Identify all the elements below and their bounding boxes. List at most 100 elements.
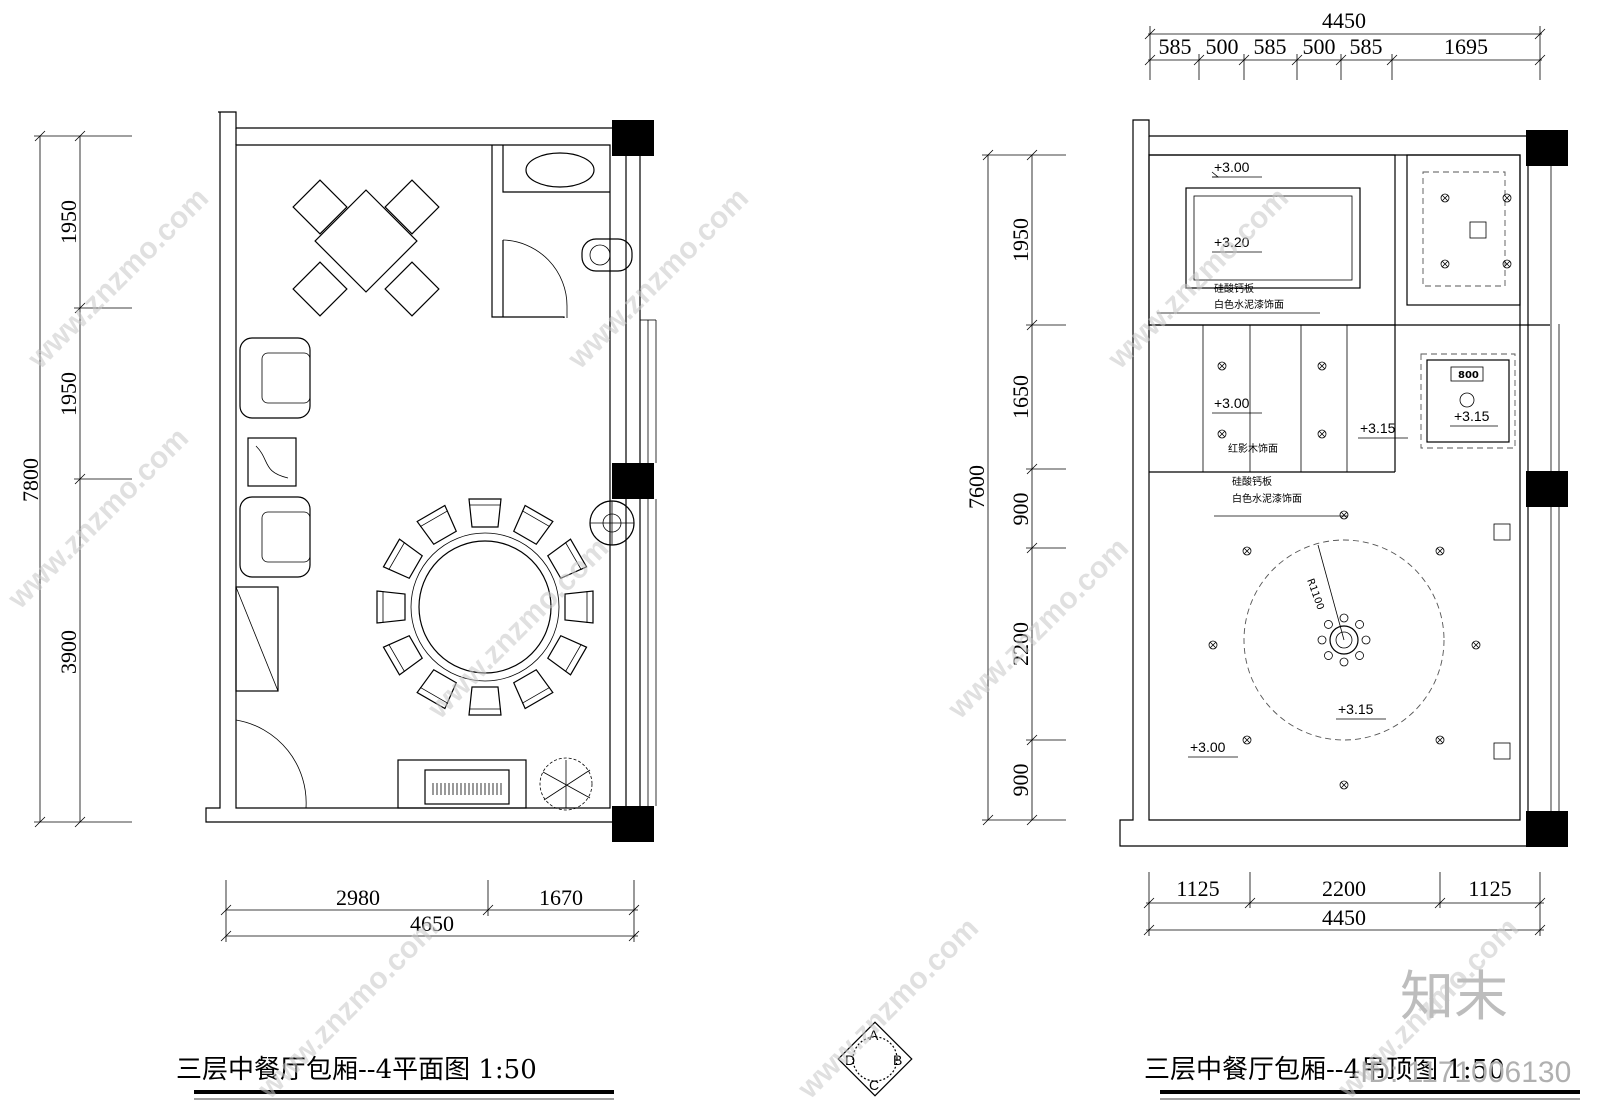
dim-ceiling-bottom-3: 1125 — [1468, 876, 1511, 901]
dim-ceiling-left-5: 900 — [1008, 764, 1033, 797]
dim-plan-bottom-total: 4650 — [410, 911, 454, 936]
dim-ceiling-top-total: 4450 — [1322, 8, 1366, 33]
round-dining-table — [376, 498, 594, 716]
dim-plan-left-total: 7800 — [18, 458, 43, 502]
column — [612, 806, 654, 842]
watermark-id: ID: 1171006130 — [1360, 1056, 1571, 1089]
downlight-icon — [1502, 259, 1512, 269]
compass-letter-b: B — [893, 1052, 902, 1068]
watermark-text: www.znzmo.com — [1, 422, 195, 616]
dim-plan-left-2: 1950 — [56, 372, 81, 416]
note-2: 白色水泥漆饰面 — [1214, 298, 1284, 311]
level-markers: +3.00 +3.20 +3.00 +3.15 +3.15 +3.15 +3.0… — [1188, 159, 1498, 758]
radius-label: R1100 — [1304, 577, 1325, 611]
downlight-icon — [1471, 640, 1481, 650]
level-7: +3.00 — [1190, 739, 1226, 755]
tree-plant-icon — [539, 757, 593, 811]
downlight-icon — [1208, 640, 1218, 650]
compass-letter-a: A — [869, 1027, 879, 1043]
dim-plan-bottom-2: 1670 — [539, 885, 583, 910]
dim-ceiling-top-3: 585 — [1254, 34, 1287, 59]
plan-title: 三层中餐厅包厢--4平面图 1:50 — [176, 1055, 537, 1085]
armchair — [239, 337, 311, 419]
armchair — [239, 496, 311, 578]
dim-plan-left-1: 1950 — [56, 200, 81, 244]
chandelier-icon — [1317, 613, 1371, 667]
column — [612, 463, 654, 499]
dim-ceiling-top-1: 585 — [1159, 34, 1192, 59]
dining-chair — [512, 668, 554, 710]
section-compass: A B C D — [837, 1021, 913, 1097]
tv-icon — [424, 769, 510, 805]
downlight-icon — [1435, 546, 1445, 556]
downlight-icon — [1435, 735, 1445, 745]
downlight-icon — [1317, 429, 1327, 439]
material-notes: 硅酸钙板 白色水泥漆饰面 红影木饰面 硅酸钙板 白色水泥漆饰面 — [1157, 282, 1348, 517]
level-6: +3.15 — [1338, 701, 1374, 717]
watermark-text: www.znzmo.com — [1101, 182, 1295, 376]
downlight-icon — [1217, 429, 1227, 439]
dim-ceiling-left-4: 2200 — [1008, 622, 1033, 666]
dimension-left: 1950 1950 3900 7800 — [18, 130, 132, 828]
dining-chair — [376, 590, 406, 624]
dining-chair — [468, 498, 502, 528]
watermark-brand: 知末 — [1400, 965, 1508, 1028]
downlight-icon — [1440, 259, 1450, 269]
dining-chair — [468, 686, 502, 716]
compass-letter-c: C — [869, 1077, 879, 1093]
dimension-ceiling-bottom: 1125 2200 1125 4450 — [1143, 872, 1546, 936]
tv-cabinet — [397, 759, 527, 809]
downlight-icon — [1339, 510, 1349, 520]
downlight-icon — [1317, 361, 1327, 371]
ceiling-plan: +3.00 +3.20 +3.00 +3.15 +3.15 +3.15 +3.0… — [964, 8, 1580, 1100]
dining-chair — [382, 634, 424, 676]
dim-ceiling-bottom-1: 1125 — [1176, 876, 1219, 901]
downlight-icon — [1217, 361, 1227, 371]
level-2: +3.20 — [1214, 234, 1250, 250]
column — [612, 120, 654, 156]
dining-chair — [512, 504, 554, 546]
watermark-text: www.znzmo.com — [21, 182, 215, 376]
dining-chair — [416, 668, 458, 710]
dim-ceiling-bottom-total: 4450 — [1322, 905, 1366, 930]
dining-chair — [546, 538, 588, 580]
watermark-text: www.znzmo.com — [941, 532, 1135, 726]
level-3: +3.00 — [1214, 395, 1250, 411]
dim-plan-bottom-1: 2980 — [336, 885, 380, 910]
dining-chair — [382, 538, 424, 580]
dim-ceiling-bottom-2: 2200 — [1322, 876, 1366, 901]
vent-icon — [1493, 742, 1511, 760]
note-4: 硅酸钙板 — [1232, 475, 1272, 488]
dim-ceiling-left-2: 1650 — [1008, 375, 1033, 419]
dim-plan-left-3: 3900 — [56, 630, 81, 674]
box-size-label: 800 — [1458, 370, 1479, 381]
dining-chair — [546, 634, 588, 676]
dimension-top: 4450 585 500 585 500 585 1695 — [1144, 8, 1546, 80]
dim-ceiling-top-2: 500 — [1206, 34, 1239, 59]
dining-chair — [564, 590, 594, 624]
dimension-ceiling-left: 1950 1650 900 2200 900 7600 — [964, 149, 1066, 826]
watermark-text: www.znzmo.com — [561, 182, 755, 376]
tea-table-set — [292, 179, 440, 317]
watermark-text: www.znzmo.com — [421, 532, 615, 726]
dim-ceiling-top-6: 1695 — [1444, 34, 1488, 59]
note-3: 红影木饰面 — [1228, 442, 1278, 455]
downlight-icon — [1242, 735, 1252, 745]
downlight-icon — [1339, 780, 1349, 790]
floor-plan: 1950 1950 3900 7800 2980 1670 4650 三层中餐厅… — [18, 111, 657, 1100]
ceiling-title: 三层中餐厅包厢--4吊顶图 1:50 — [1144, 1055, 1505, 1085]
level-1: +3.00 — [1214, 159, 1250, 175]
side-table — [247, 437, 297, 487]
dim-ceiling-top-5: 585 — [1350, 34, 1383, 59]
downlight-icon — [1440, 193, 1450, 203]
sideboard — [235, 586, 279, 692]
level-4: +3.15 — [1360, 420, 1396, 436]
downlights — [1208, 193, 1512, 790]
compass-letter-d: D — [845, 1052, 855, 1068]
note-1: 硅酸钙板 — [1214, 282, 1254, 295]
dimension-bottom: 2980 1670 4650 — [220, 880, 640, 942]
dim-ceiling-left-total: 7600 — [964, 465, 989, 509]
toilet — [581, 238, 633, 272]
dim-ceiling-top-4: 500 — [1303, 34, 1336, 59]
